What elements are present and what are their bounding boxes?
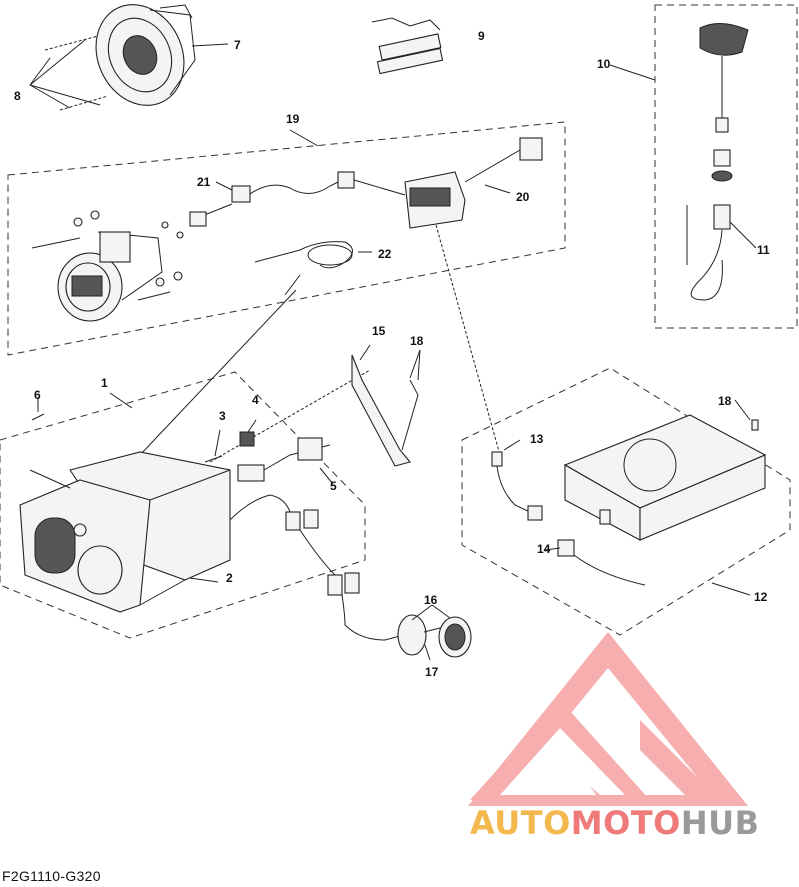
callout-10: 10	[597, 57, 611, 71]
callout-13: 13	[530, 432, 544, 446]
callout-12: 12	[754, 590, 768, 604]
antenna-box	[609, 4, 798, 329]
callout-2: 2	[226, 571, 233, 585]
callout-18-bracket: 18	[410, 334, 424, 348]
amplifier-group	[461, 367, 791, 636]
callout-8: 8	[14, 89, 21, 103]
callout-9: 9	[478, 29, 485, 43]
callout-1: 1	[101, 376, 108, 390]
callout-15: 15	[372, 324, 386, 338]
callout-labels: 1 2 3 4 5 6 7 8 9 10 11 12 13 14 15 16 1…	[14, 29, 770, 679]
usb-harness	[327, 572, 472, 661]
watermark-brand-text: AUTOMOTOHUB	[470, 804, 760, 842]
callout-19: 19	[286, 112, 300, 126]
callout-16: 16	[424, 593, 438, 607]
callout-11: 11	[757, 243, 770, 257]
callout-17: 17	[425, 665, 439, 679]
gauge-harness-group	[7, 121, 566, 356]
brand-auto: AUTO	[470, 804, 571, 842]
brand-moto: MOTO	[570, 804, 681, 842]
callout-14: 14	[537, 542, 551, 556]
bracket-part-15	[351, 344, 421, 467]
audio-unit-group	[0, 371, 366, 639]
callout-20: 20	[516, 190, 530, 204]
watermark-logo	[468, 632, 748, 806]
callout-18-amplifier: 18	[718, 394, 732, 408]
callout-3: 3	[219, 409, 226, 423]
callout-5: 5	[330, 479, 337, 493]
diagram-code: F2G1110-G320	[2, 868, 101, 884]
callout-6: 6	[34, 388, 41, 402]
brand-hub: HUB	[680, 804, 760, 842]
callout-21: 21	[197, 175, 211, 189]
callout-7: 7	[234, 38, 241, 52]
callout-4: 4	[252, 393, 259, 407]
callout-22: 22	[378, 247, 392, 261]
speaker-assembly	[29, 4, 229, 111]
clamp-part-9	[371, 17, 444, 75]
